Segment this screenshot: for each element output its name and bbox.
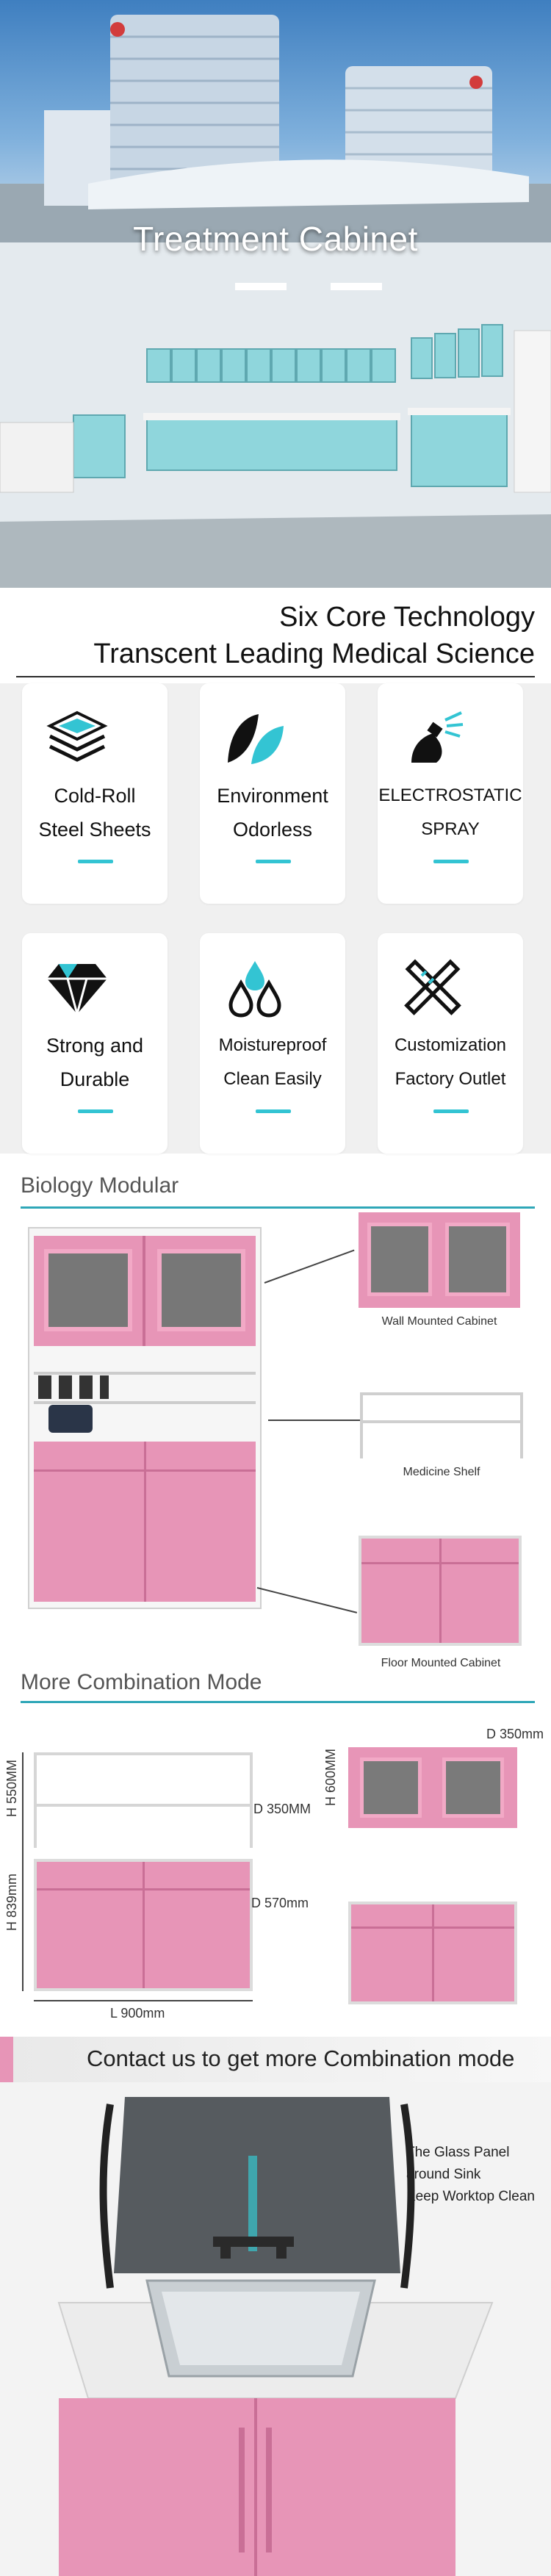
medicine-bottles bbox=[38, 1375, 109, 1399]
feature-card-steel: Cold-Roll Steel Sheets bbox=[22, 683, 168, 904]
feature-text: Cold-Roll Steel Sheets bbox=[22, 779, 168, 846]
feature-line2: SPRAY bbox=[421, 819, 480, 839]
pointer-line bbox=[264, 1249, 355, 1284]
feature-text: Strong and Durable bbox=[22, 1029, 168, 1096]
spray-icon bbox=[411, 711, 464, 763]
feature-card-custom: Customization Factory Outlet bbox=[378, 933, 523, 1154]
feature-card-moisture: Moistureproof Clean Easily bbox=[200, 933, 345, 1154]
accent-bar bbox=[78, 860, 113, 863]
hero-title: Treatment Cabinet bbox=[133, 220, 418, 258]
dimension-d350-shelf: D 350MM bbox=[253, 1802, 311, 1816]
dimension-h600: H 600MM bbox=[323, 1749, 338, 1807]
feature-line2: Odorless bbox=[232, 819, 313, 841]
feature-text: Moistureproof Clean Easily bbox=[200, 1029, 345, 1096]
feature-line1: Environment bbox=[217, 785, 328, 807]
core-title: Six Core Technology bbox=[279, 602, 535, 633]
layers-icon bbox=[46, 710, 108, 762]
medicine-shelf-label: Medicine Shelf bbox=[403, 1466, 480, 1478]
ruler-pencil-icon bbox=[404, 959, 461, 1015]
note-line1: The Glass Panel bbox=[406, 2145, 510, 2160]
combination-divider bbox=[21, 1701, 535, 1703]
feature-line2: Durable bbox=[60, 1068, 130, 1090]
combination-title: More Combination Mode bbox=[21, 1670, 262, 1694]
hospital-building-illustration bbox=[0, 15, 551, 250]
core-heading: Six Core Technology Transcent Leading Me… bbox=[93, 599, 535, 672]
note-line2: around Sink bbox=[406, 2167, 481, 2182]
feature-line1: Customization bbox=[394, 1035, 507, 1055]
treatment-room-photo bbox=[0, 242, 551, 588]
medicine-shelf-image bbox=[360, 1392, 523, 1458]
note-line3: Keep Worktop Clean bbox=[406, 2189, 535, 2204]
feature-line2: Factory Outlet bbox=[395, 1069, 506, 1089]
sink-cabinet-scene bbox=[0, 2082, 551, 2576]
treatment-room-illustration bbox=[0, 242, 551, 588]
pointer-line bbox=[256, 1587, 358, 1613]
feature-line1: ELECTROSTATIC bbox=[378, 785, 522, 805]
biology-title: Biology Modular bbox=[21, 1173, 179, 1198]
combo-base-cabinet bbox=[34, 1859, 253, 1991]
pointer-line bbox=[268, 1420, 360, 1421]
wall-cabinet-image bbox=[359, 1212, 520, 1308]
full-cabinet bbox=[28, 1227, 262, 1609]
floor-cabinet-image bbox=[359, 1536, 522, 1646]
dimension-h839: H 839mm bbox=[4, 1874, 19, 1932]
biology-divider bbox=[21, 1206, 535, 1209]
feature-line1: Moistureproof bbox=[218, 1035, 327, 1055]
feature-text: Customization Factory Outlet bbox=[378, 1029, 523, 1096]
hero-banner: Treatment Cabinet bbox=[0, 0, 551, 588]
combo-floor-cabinet bbox=[348, 1902, 517, 2004]
floor-cabinet-label: Floor Mounted Cabinet bbox=[381, 1657, 501, 1669]
accent-bar bbox=[78, 1109, 113, 1113]
feature-card-odorless: Environment Odorless bbox=[200, 683, 345, 904]
core-feature-grid: Cold-Roll Steel Sheets Environment Odorl… bbox=[0, 683, 551, 1154]
feature-line2: Clean Easily bbox=[223, 1069, 322, 1089]
sink-note: The Glass Panel around Sink Keep Worktop… bbox=[406, 2142, 535, 2208]
core-divider bbox=[16, 676, 535, 677]
diamond-icon bbox=[47, 964, 107, 1018]
floor-cabinet-part bbox=[34, 1442, 256, 1602]
leaf-icon bbox=[228, 714, 284, 764]
feature-line1: Strong and bbox=[46, 1035, 144, 1057]
feature-card-spray: ELECTROSTATIC SPRAY bbox=[378, 683, 523, 904]
accent-bar bbox=[256, 1109, 291, 1113]
accent-bar bbox=[256, 860, 291, 863]
contact-banner: Contact us to get more Combination mode bbox=[0, 2037, 551, 2082]
accent-bar bbox=[433, 1109, 469, 1113]
dimension-d570: D 570mm bbox=[251, 1896, 309, 1910]
wall-cabinet-label: Wall Mounted Cabinet bbox=[381, 1315, 497, 1328]
contact-text: Contact us to get more Combination mode bbox=[87, 2046, 515, 2071]
wall-cabinet-part bbox=[34, 1236, 256, 1346]
water-drop-icon bbox=[228, 961, 281, 1018]
feature-card-durable: Strong and Durable bbox=[22, 933, 168, 1154]
feature-line2: Steel Sheets bbox=[38, 819, 151, 841]
dimension-line bbox=[22, 1752, 24, 1991]
dimension-line bbox=[34, 2000, 253, 2001]
core-subtitle: Transcent Leading Medical Science bbox=[93, 638, 535, 669]
dimension-d350-wall: D 350mm bbox=[486, 1727, 544, 1741]
dimension-h550: H 550MM bbox=[4, 1760, 19, 1818]
feature-line1: Cold-Roll bbox=[54, 785, 136, 807]
feature-text: ELECTROSTATIC SPRAY bbox=[378, 779, 523, 846]
combo-wall-cabinet bbox=[348, 1747, 517, 1828]
sink-cabinet-illustration bbox=[0, 2082, 551, 2576]
combo-shelf bbox=[34, 1752, 253, 1848]
accent-bar bbox=[433, 860, 469, 863]
dimension-l900: L 900mm bbox=[110, 2006, 165, 2021]
medicine-jar bbox=[48, 1405, 93, 1433]
feature-text: Environment Odorless bbox=[200, 779, 345, 846]
